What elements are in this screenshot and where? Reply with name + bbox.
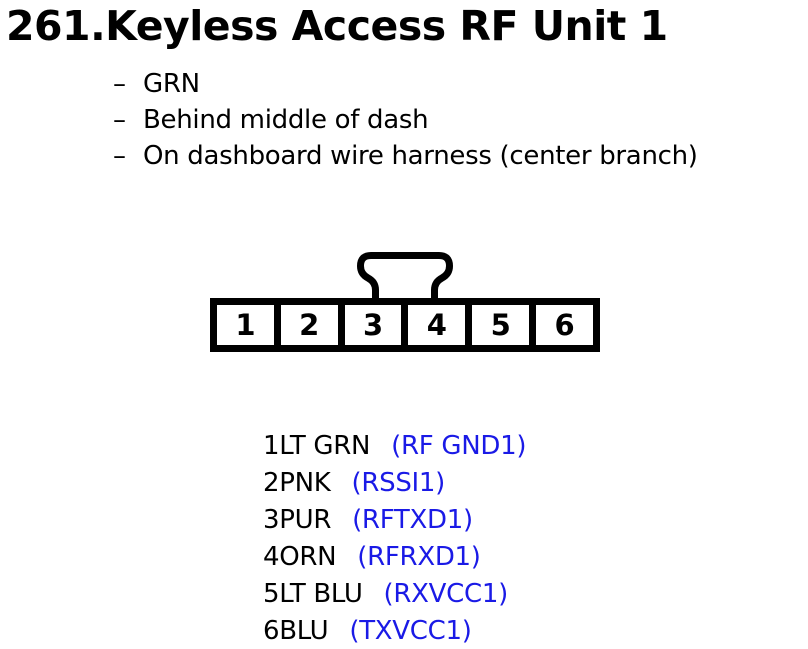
note-row: – On dashboard wire harness (center bran… xyxy=(113,138,698,174)
pin-cell-1: 1 xyxy=(217,305,274,345)
connector-latch-tab xyxy=(357,252,453,302)
wire-label: 6BLU xyxy=(263,616,329,646)
pinout-row: 1LT GRN (RF GND1) xyxy=(263,428,526,465)
location-notes: – GRN – Behind middle of dash – On dashb… xyxy=(113,66,698,174)
signal-label: (RSSI1) xyxy=(351,468,446,498)
pinout-row: 5LT BLU (RXVCC1) xyxy=(263,576,526,613)
pin-cell-4: 4 xyxy=(401,305,466,345)
pin-cell-3: 3 xyxy=(337,305,402,345)
pin-cell-2: 2 xyxy=(273,305,338,345)
pinout-row: 4ORN (RFRXD1) xyxy=(263,539,526,576)
bullet-dash: – xyxy=(113,141,126,171)
bullet-dash: – xyxy=(113,105,126,135)
page-title: 261.Keyless Access RF Unit 1 xyxy=(6,2,668,50)
connector-body: 1 2 3 4 5 6 xyxy=(210,298,600,352)
pinout-row: 2PNK (RSSI1) xyxy=(263,465,526,502)
signal-label: (RXVCC1) xyxy=(383,579,509,609)
note-row: – Behind middle of dash xyxy=(113,102,698,138)
note-text: GRN xyxy=(143,69,200,99)
pinout-row: 6BLU (TXVCC1) xyxy=(263,613,526,649)
note-text: Behind middle of dash xyxy=(143,105,429,135)
signal-label: (RFTXD1) xyxy=(352,505,473,535)
wire-label: 5LT BLU xyxy=(263,579,363,609)
signal-label: (TXVCC1) xyxy=(349,616,472,646)
pinout-row: 3PUR (RFTXD1) xyxy=(263,502,526,539)
signal-label: (RF GND1) xyxy=(391,431,527,461)
signal-label: (RFRXD1) xyxy=(357,542,481,572)
note-text: On dashboard wire harness (center branch… xyxy=(143,141,698,171)
bullet-dash: – xyxy=(113,69,126,99)
pinout-list: 1LT GRN (RF GND1) 2PNK (RSSI1) 3PUR (RFT… xyxy=(263,428,526,649)
wire-label: 3PUR xyxy=(263,505,332,535)
wire-label: 4ORN xyxy=(263,542,337,572)
pin-cell-6: 6 xyxy=(529,305,593,345)
wire-label: 2PNK xyxy=(263,468,331,498)
connector-diagram: 1 2 3 4 5 6 xyxy=(210,252,600,354)
pin-cell-5: 5 xyxy=(465,305,530,345)
wire-label: 1LT GRN xyxy=(263,431,371,461)
note-row: – GRN xyxy=(113,66,698,102)
